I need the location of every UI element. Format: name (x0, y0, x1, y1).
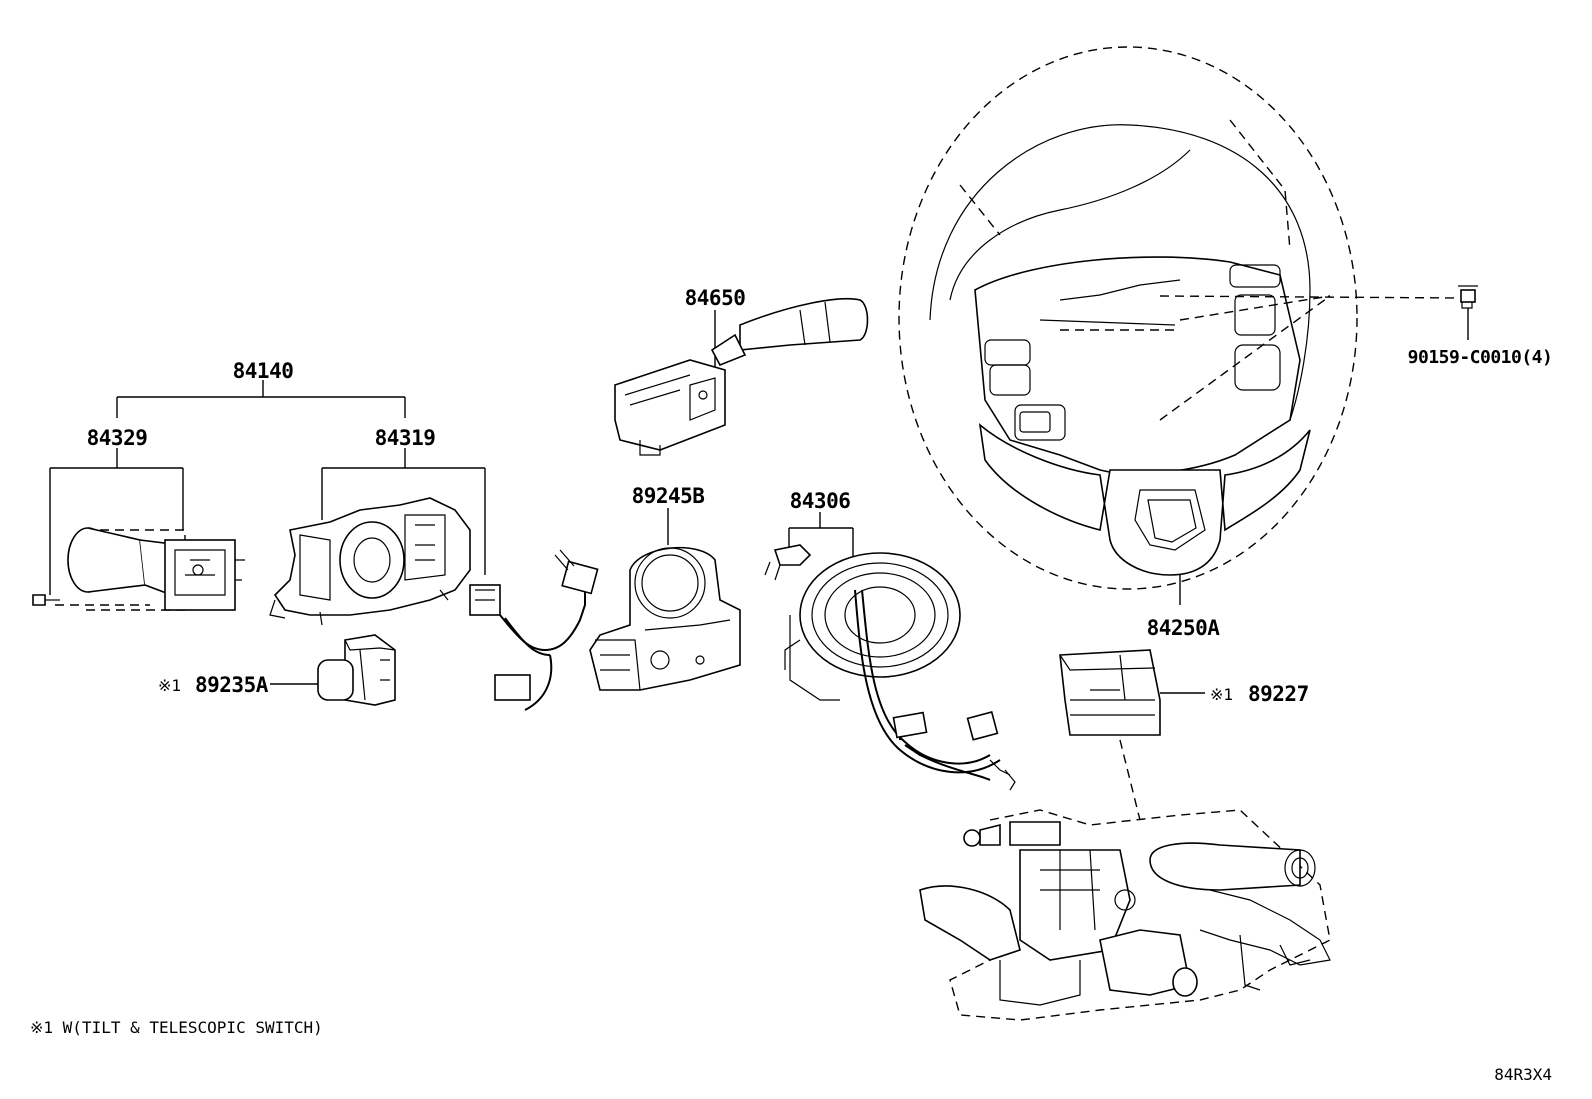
label-84306: 84306 (790, 489, 851, 513)
screw-icon (32, 594, 60, 606)
sensor-89245b (589, 508, 741, 691)
wire-harness (469, 549, 599, 711)
label-89227: 89227 (1248, 682, 1309, 706)
steering-column (919, 809, 1331, 1021)
bolt-icon (1458, 285, 1478, 309)
label-84329: 84329 (87, 426, 148, 450)
leader-84140 (116, 380, 406, 418)
label-84140: 84140 (233, 359, 294, 383)
leader-84329 (49, 448, 184, 595)
label-89245b: 89245B (632, 484, 705, 508)
label-84650: 84650 (685, 286, 746, 310)
ref-mark-89235a: ※1 (158, 676, 181, 695)
switch-89235a (270, 634, 396, 706)
label-90159-c0010: 90159-C0010(4) (1408, 347, 1553, 368)
ref-mark-89227: ※1 (1210, 685, 1233, 704)
footnote: ※1 W(TILT & TELESCOPIC SWITCH) (30, 1018, 323, 1037)
leader-84319 (321, 448, 486, 575)
label-84250a: 84250A (1147, 616, 1221, 640)
switch-assembly-84319 (269, 497, 471, 626)
wiper-switch-84650 (614, 297, 869, 456)
switch-89227 (1059, 649, 1205, 821)
label-84319: 84319 (375, 426, 436, 450)
label-89235a: 89235A (195, 673, 269, 697)
diagram-code: 84R3X4 (1494, 1065, 1552, 1084)
steering-wheel-84250a (898, 46, 1478, 605)
spiral-cable-84306 (764, 512, 1016, 791)
switch-lever-84329 (32, 527, 245, 611)
